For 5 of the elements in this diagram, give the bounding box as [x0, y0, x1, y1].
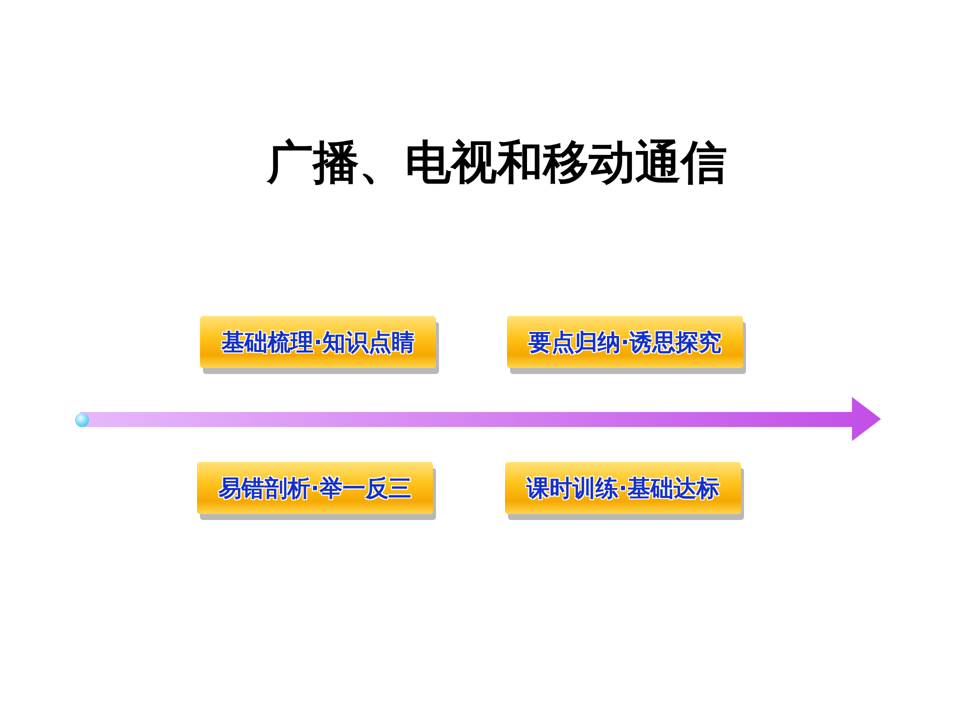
- slide-title: 广播、电视和移动通信: [266, 134, 728, 191]
- menu-button: 课时训练·基础达标: [505, 462, 741, 514]
- menu-button: 要点归纳·诱思探究: [507, 316, 743, 368]
- menu-button: 易错剖析·举一反三: [197, 462, 433, 514]
- menu-button: 基础梳理·知识点睛: [200, 316, 436, 368]
